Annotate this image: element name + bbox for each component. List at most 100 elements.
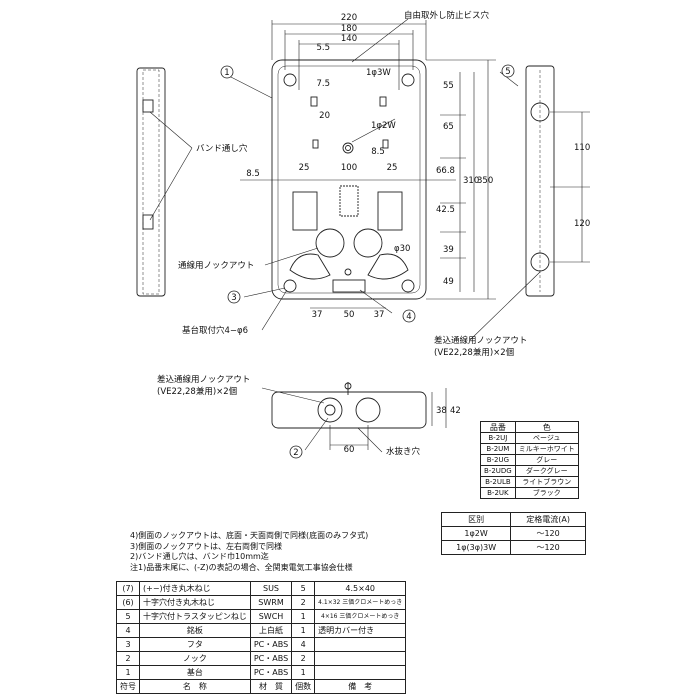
part-qty: 1 [291,623,316,638]
part-name: (+−)付き丸木ねじ [139,581,251,596]
dim-42-5: 42.5 [436,205,455,215]
note-4: 4)側面のノックアウトは、底面・天面両側で同様(底面のみフタ式) [130,531,369,540]
color-name: ブラック [514,487,579,499]
color-name: ベージュ [514,432,579,444]
part-code: (7) [116,581,140,596]
mounting-hole [401,279,415,293]
terminal-block-right [377,191,403,231]
header-qty: 個数 [291,679,316,694]
part-name: 十字穴付き丸木ねじ [139,595,251,610]
header-material: 材 質 [249,679,293,694]
dim-100: 100 [341,163,357,173]
part-material: PC・ABS [249,637,293,652]
dim-60: 60 [344,445,355,455]
part-code: 3 [116,637,140,652]
dim-49: 49 [443,277,454,287]
part-name: 基台 [139,665,251,680]
part-code: 1 [116,665,140,680]
part-name: 銘板 [139,623,251,638]
color-name: ミルキーホワイト [514,443,579,455]
dim-38: 38 [436,406,447,416]
callout-4: 4 [406,312,411,322]
dim-25-right: 25 [387,163,398,173]
callout-2: 2 [293,448,298,458]
header-name: 名 称 [139,679,251,694]
rating-header-type: 区別 [440,512,512,527]
dim-39: 39 [443,245,454,255]
color-name: グレー [514,454,579,466]
dim-350: 350 [477,176,493,186]
label-drain-hole: 水抜き穴 [386,446,421,457]
part-qty: 2 [291,595,316,610]
note-1: 注1)品番末尾に、(-Z)の表記の場合、全関東電気工事協会仕様 [130,562,353,572]
dim-310: 310 [463,176,479,186]
table-row: 1φ2W〜120 [440,526,586,541]
rating-type: 1φ2W [440,526,512,541]
part-code: (6) [116,595,140,610]
label-wiring-knockout: 通線用ノックアウト [178,260,254,271]
label-band-hole: バンド通し穴 [196,143,248,154]
dim-20: 20 [319,111,330,121]
dim-140: 140 [341,34,357,44]
part-qty: 5 [291,581,316,596]
front-view-body [271,59,427,300]
part-remarks: 4×16 三価クロメートめっき [314,609,407,624]
dim-42: 42 [450,406,461,416]
part-name: ノック [139,651,251,666]
right-side-view [525,65,555,297]
mounting-hole [401,73,415,87]
dim-180: 180 [341,24,357,34]
part-material: SWCH [249,609,293,624]
part-number: B-2UG [480,454,516,466]
mounting-hole [283,73,297,87]
label-anti-removal-screw-hole: 自由取外し防止ビス穴 [404,10,490,21]
rating-value: 〜120 [510,526,586,541]
part-name: フタ [139,637,251,652]
left-side-view [136,67,166,297]
note-2: 2)バンド通し穴は、バンド巾10mm迄 [130,552,269,562]
part-remarks [314,665,407,680]
label-1phase-2w: 1φ2W [371,121,396,131]
knockout-right [353,228,383,258]
dim-120: 120 [574,219,590,229]
note-3: 3)側面のノックアウトは、左右両側で同様 [130,541,283,551]
part-number: B-2UM [480,443,516,455]
color-name: ライトブラウン [514,476,579,488]
dim-8-5-left: 8.5 [246,169,260,179]
part-material: PC・ABS [249,665,293,680]
rating-table: 区別 定格電流(A) 1φ2W〜120 1φ(3φ)3W〜120 [440,512,586,555]
bottom-view [271,391,427,429]
label-insert-knockout-right-sub: (VE22,28兼用)×2個 [434,347,514,358]
part-material: SWRM [249,595,293,610]
dim-110: 110 [574,143,590,153]
part-code: 5 [116,609,140,624]
part-material: SUS [249,581,293,596]
part-material: 上白紙 [249,623,293,638]
dim-5-5: 5.5 [316,43,330,53]
table-row: 1φ(3φ)3W〜120 [440,540,586,555]
part-remarks [314,651,407,666]
part-number: B-2UK [480,487,516,499]
dim-37-left: 37 [312,310,323,320]
callout-5: 5 [505,67,510,77]
part-number: B-2ULB [480,476,516,488]
header-remarks: 備 考 [314,679,407,694]
dim-25-left: 25 [299,163,310,173]
part-number: B-2UDG [480,465,516,477]
label-phi30: φ30 [394,244,410,254]
part-material: PC・ABS [249,651,293,666]
